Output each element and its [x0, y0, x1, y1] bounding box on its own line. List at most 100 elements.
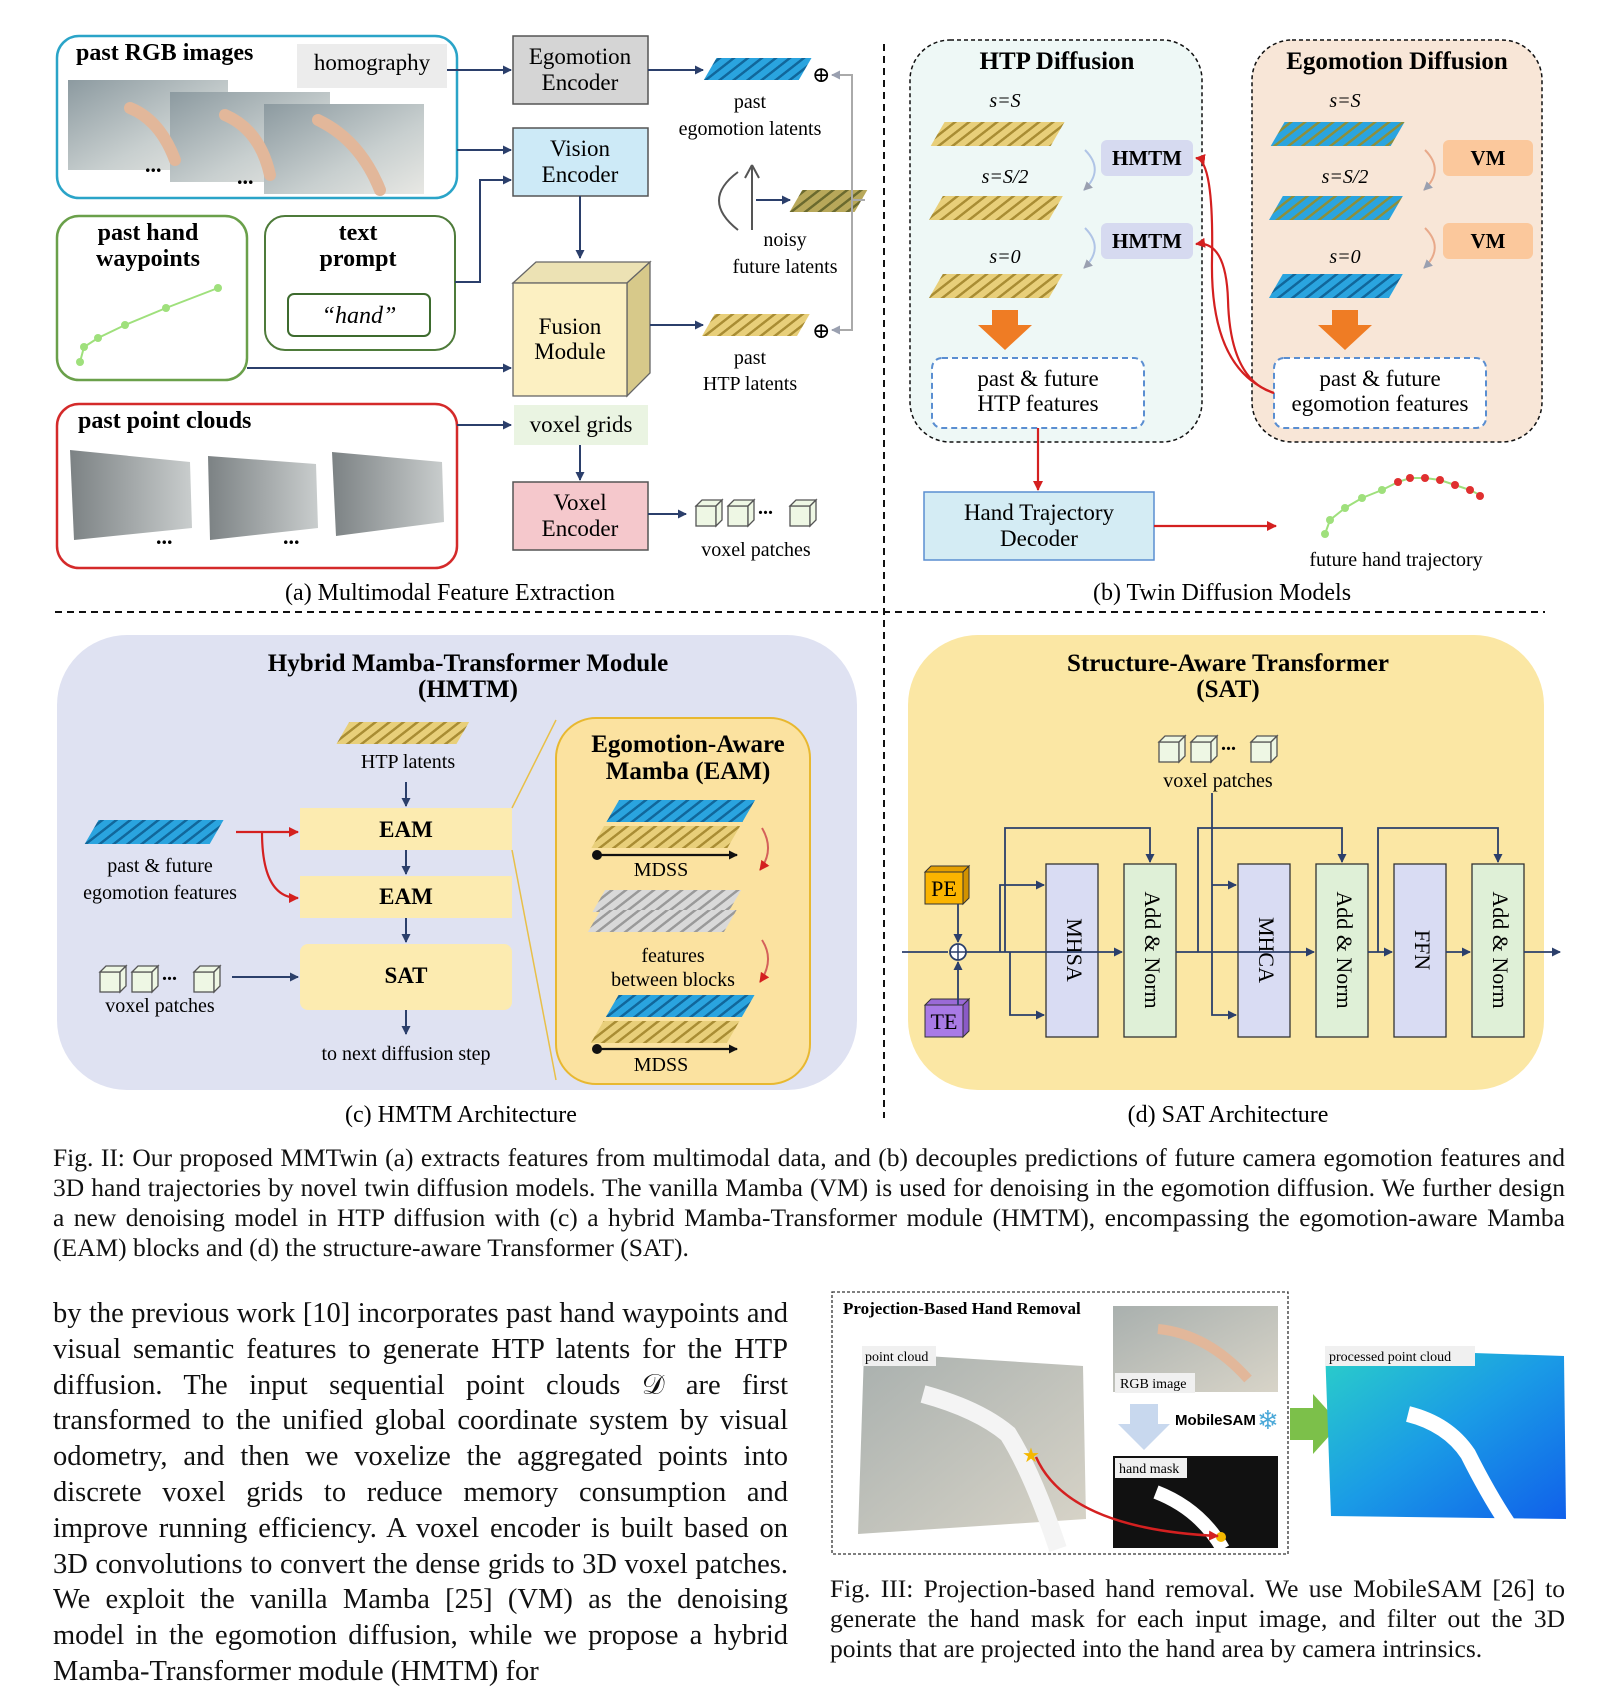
ego-to-eam2-arrow: [260, 831, 299, 903]
sat-label: SAT: [384, 963, 427, 988]
fusion-cube-side: [626, 260, 651, 398]
point-cloud-arm: [920, 1385, 1067, 1552]
projection-arrow: [1034, 1456, 1219, 1541]
past-egomotion-latents-line1: past: [734, 91, 767, 113]
past-egomotion-latents-line2: egomotion latents: [679, 118, 822, 140]
vm-label-1: VM: [1471, 146, 1506, 170]
panel-a: past RGB images homography ... ... Egomo…: [55, 34, 868, 606]
point-cloud-label-bg: [862, 1346, 936, 1366]
hmtm-badge-2: [1101, 223, 1193, 259]
htp-features-line1: past & future: [977, 366, 1098, 391]
panel-d: Structure-Aware Transformer (SAT) ... vo…: [902, 635, 1561, 1128]
point-cloud-1: [70, 450, 192, 540]
te-box: [924, 1004, 964, 1038]
voxel-encoder-line2: Encoder: [542, 516, 619, 541]
eam-ego-latents-2: [605, 995, 755, 1017]
hand-mask-label: hand mask: [1119, 1462, 1179, 1477]
body-paragraph: by the previous work [10] incorporates p…: [53, 1298, 788, 1687]
voxel-ellipsis-d: ...: [1221, 733, 1236, 755]
past-hand-waypoints-line2: waypoints: [96, 246, 200, 272]
vm-badge-1: [1443, 140, 1533, 176]
voxel-grids-bg: [514, 405, 648, 445]
mhsa-label: MHSA: [1062, 918, 1087, 982]
voxel-patches-d: [1157, 734, 1279, 764]
sat-voxel-patches-label: voxel patches: [1163, 770, 1273, 792]
noisy-up-arrow: [744, 164, 760, 230]
ellipsis-4: ...: [283, 524, 300, 549]
point-cloud-3: [332, 452, 444, 536]
arm-2: [219, 109, 276, 181]
hmtm-title-line2: (HMTM): [418, 676, 518, 703]
processed-point-cloud-label: processed point cloud: [1329, 1350, 1451, 1365]
hmtm-htp-latents-label: HTP latents: [361, 751, 455, 773]
noisy-curve: [718, 171, 739, 231]
figure-ii-diagram: past RGB images homography ... ... Egomo…: [55, 34, 1561, 1128]
vm-badge-2: [1443, 223, 1533, 259]
future-trajectory-label: future hand trajectory: [1309, 549, 1482, 571]
htp-down-arrow: [978, 310, 1032, 350]
ellipsis-1: ...: [145, 152, 162, 177]
hand-removal-title: Projection-Based Hand Removal: [843, 1299, 1081, 1318]
voxel-patches-a: [694, 498, 818, 528]
future-trajectory-dots: [1321, 474, 1484, 538]
htp-s-0: s=0: [989, 246, 1020, 268]
processed-removed-arm: [1405, 1406, 1515, 1529]
noisy-future-latents: [789, 190, 868, 212]
hmtm-label-2: HMTM: [1112, 229, 1182, 253]
ego-down-arrow: [1318, 310, 1372, 350]
hmtm-label-1: HMTM: [1112, 146, 1182, 170]
mdss-label-2: MDSS: [634, 1054, 688, 1076]
voxel-patches-c: [98, 964, 222, 994]
mhca-label: MHCA: [1254, 917, 1279, 983]
features-between-line2: between blocks: [611, 969, 735, 991]
eam-htp-latents-2: [590, 1021, 740, 1043]
green-right-arrow: [1290, 1394, 1340, 1454]
htp-step-arrow-1: [1083, 149, 1096, 191]
fusion-module-box: [512, 282, 628, 397]
ellipsis-2: ...: [237, 164, 254, 189]
eam-block-2: [300, 876, 512, 918]
hmtm-htp-latents: [336, 722, 470, 744]
figure-iii-diagram: Projection-Based Hand Removal point clou…: [831, 1291, 1566, 1555]
eam-block-1: [300, 808, 512, 850]
past-rgb-images-label: past RGB images: [76, 40, 253, 66]
ego-latents-sS: [1270, 122, 1405, 146]
mdss-dot-1: [592, 850, 602, 860]
past-htp-latents-line2: HTP latents: [703, 373, 797, 395]
decoder-line1: Hand Trajectory: [964, 500, 1115, 525]
eam-detail-title-line1: Egomotion-Aware: [591, 731, 785, 758]
eam-htp-latents-1: [591, 826, 741, 848]
hand-prompt: “hand”: [322, 303, 397, 329]
waypoint-dots: [76, 284, 222, 366]
htp-features-line2: HTP features: [977, 391, 1098, 416]
ffn-box: [1393, 863, 1447, 1038]
eam-label-2: EAM: [379, 884, 433, 909]
voxel-ellipsis-c: ...: [162, 963, 177, 985]
mhsa-box: [1045, 863, 1099, 1038]
homography-bg: [297, 44, 447, 88]
mobilesam-down-arrow: [1118, 1404, 1170, 1450]
voxel-patches-label-a: voxel patches: [701, 539, 811, 561]
add-norm-label-3: Add & Norm: [1488, 891, 1513, 1008]
panel-b-caption: (b) Twin Diffusion Models: [1093, 580, 1351, 606]
decoder-line2: Decoder: [1000, 526, 1078, 551]
zoom-line-bottom: [511, 849, 557, 1081]
arm-3: [312, 114, 386, 196]
hmtm-title-line1: Hybrid Mamba-Transformer Module: [268, 650, 668, 677]
egomotion-encoder-line1: Egomotion: [529, 44, 632, 69]
hmtm-egomotion-latents: [84, 820, 224, 844]
ffn-label: FFN: [1410, 930, 1435, 970]
voxel-grids-label: voxel grids: [530, 412, 633, 437]
ellipsis-3: ...: [156, 524, 173, 549]
noise-to-htp-arrow: [831, 200, 853, 335]
snowflake-icon: ❄: [1257, 1406, 1279, 1435]
sat-title-line1: Structure-Aware Transformer: [1067, 650, 1389, 677]
ego-latents-s0: [1268, 274, 1403, 298]
egomotion-diffusion-title: Egomotion Diffusion: [1286, 48, 1508, 75]
past-egomotion-latents: [703, 58, 812, 80]
htp-diffusion-title: HTP Diffusion: [980, 48, 1135, 75]
egomotion-features-line1: past & future: [1319, 366, 1440, 391]
past-hand-waypoints-box: [55, 214, 249, 382]
features-between-blocks-top: [592, 890, 742, 912]
ego-s-0: s=0: [1329, 246, 1360, 268]
